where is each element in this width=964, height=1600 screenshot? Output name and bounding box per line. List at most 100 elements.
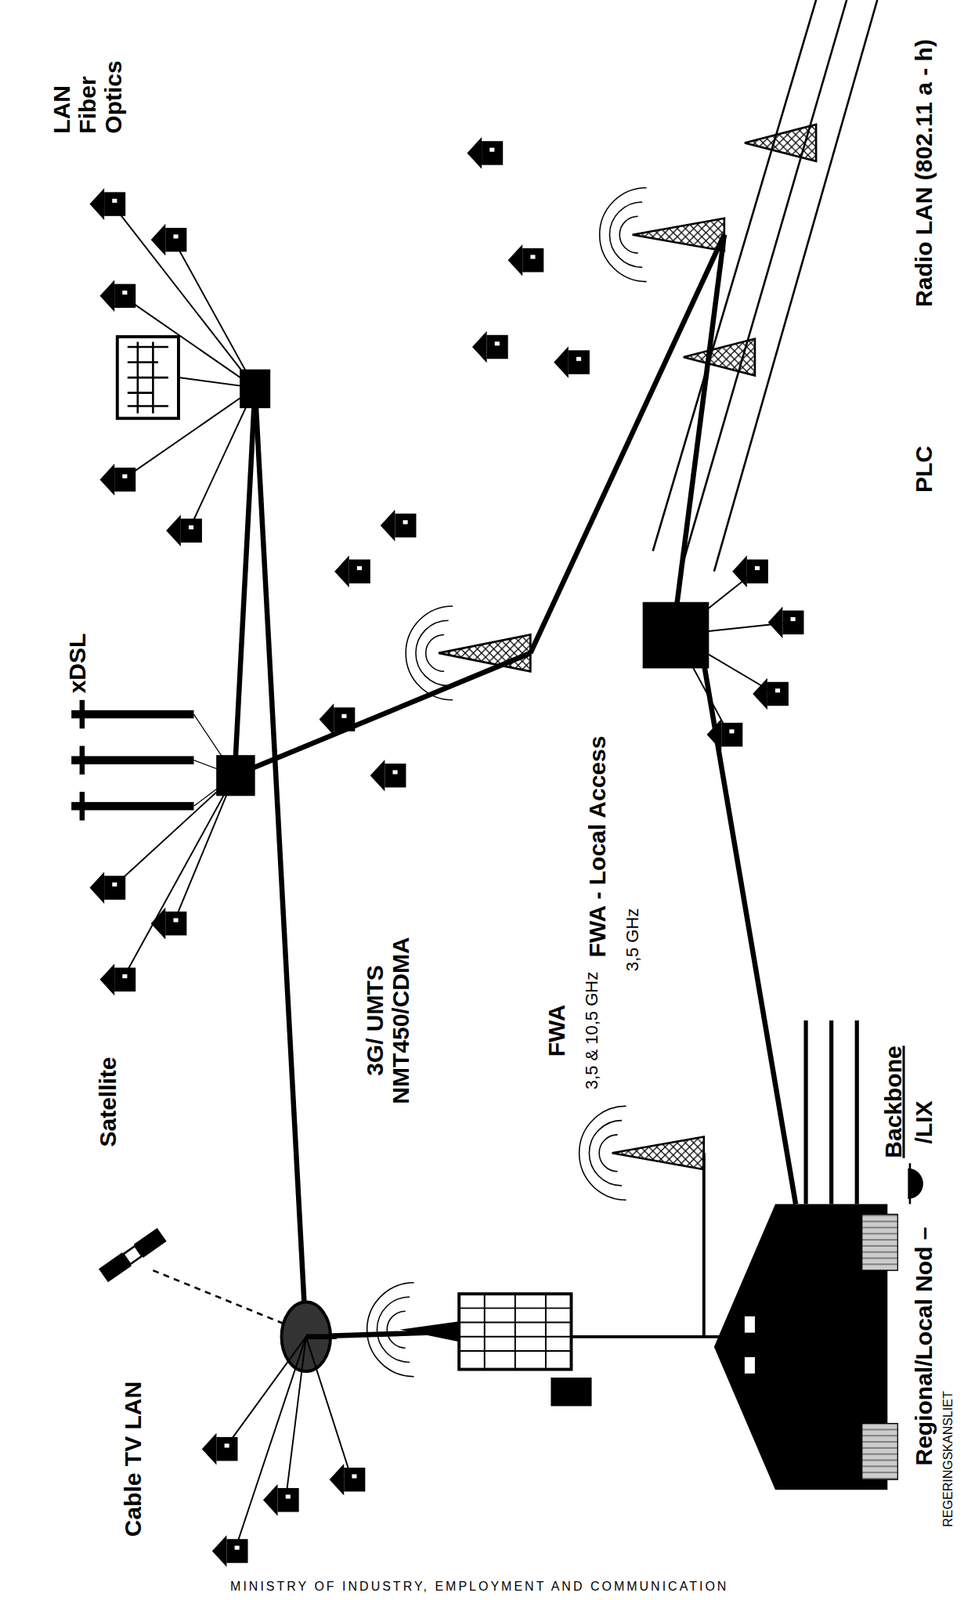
house-roof [732, 555, 748, 588]
house-window [530, 254, 535, 259]
house-body [114, 967, 136, 992]
access-line [111, 775, 235, 888]
backbone-line [803, 1020, 808, 1205]
house-body [104, 875, 126, 900]
house-roof [90, 871, 105, 904]
house-icon [752, 678, 789, 711]
house-icon [707, 718, 744, 751]
house-body [180, 518, 203, 542]
segment-label: FWA - Local Access [584, 733, 611, 961]
house-body [226, 1538, 248, 1563]
regional-node [714, 1162, 924, 1490]
house-body [343, 1467, 365, 1492]
access-line [173, 775, 235, 924]
house-window [234, 1545, 240, 1550]
backbone-lines [805, 1020, 857, 1205]
house-icon [100, 280, 137, 313]
utility-pole [71, 801, 194, 810]
house-roof [100, 463, 116, 496]
trunk-line [255, 387, 307, 1337]
house-icon [732, 555, 769, 588]
house-window [393, 769, 398, 774]
house-body [384, 763, 406, 788]
trunk-line [704, 663, 796, 1205]
house-icon [151, 223, 188, 257]
house-roof [707, 718, 723, 751]
lattice-tower [612, 1136, 705, 1170]
house-window [754, 566, 760, 571]
access-line [122, 387, 255, 480]
house-body [165, 227, 187, 252]
dish-mount [306, 1334, 337, 1340]
access-line [111, 204, 255, 389]
house-roof [212, 1534, 228, 1567]
power-lines [653, 0, 878, 572]
satellite-icon [98, 1227, 167, 1282]
house-roof [319, 703, 335, 736]
segment-label: 3G/ UMTS NMT450/CDMA [361, 934, 414, 1106]
segment-label: Cable TV LAN [119, 1379, 146, 1539]
house-body [481, 140, 503, 165]
house-window [111, 198, 117, 203]
backbone-line [855, 1020, 860, 1205]
lattice-tower [683, 339, 755, 376]
frequency-label: 3,5 & 10,5 GHz [581, 968, 601, 1091]
house-window [285, 1494, 291, 1499]
access-line [178, 377, 256, 388]
house-roof [553, 346, 569, 379]
trunk-line [234, 653, 531, 776]
house-body [278, 1487, 300, 1512]
power-line [653, 0, 816, 552]
server-rack [862, 1423, 899, 1481]
trunk-line [702, 1152, 706, 1337]
radio-wave [376, 1296, 410, 1362]
city-map-streets [127, 341, 169, 413]
access-line [188, 387, 256, 531]
house-window [494, 341, 500, 346]
node-label: /LIX [909, 1097, 936, 1146]
power-line [683, 0, 847, 562]
access-line [234, 1336, 307, 1552]
logo-base [909, 1162, 912, 1204]
house-body [721, 722, 743, 747]
house-icon [263, 1483, 300, 1517]
house-roof [768, 606, 784, 639]
house-window [111, 882, 117, 887]
roof-window [744, 1357, 755, 1374]
house-window [173, 917, 178, 922]
segment-label: PLC [909, 443, 936, 495]
house-window [775, 688, 780, 693]
house-body [165, 911, 187, 936]
house-body [568, 350, 590, 374]
house-icon [212, 1534, 249, 1567]
mobile-site [400, 1293, 593, 1406]
house-window [122, 474, 127, 479]
footer-text: MINISTRY OF INDUSTRY, EMPLOYMENT AND COM… [227, 1579, 731, 1594]
house-window [729, 729, 734, 733]
house-roof [329, 1463, 345, 1496]
house-icon [472, 331, 509, 364]
segment-label: FWA [542, 1001, 569, 1059]
house-icon [151, 907, 188, 940]
trunk-line [234, 387, 256, 776]
pole-crossarm [79, 745, 86, 774]
trunk-lines [234, 234, 796, 1337]
pole-crossarm [79, 791, 86, 820]
house-body [782, 610, 804, 635]
dslam-box [216, 754, 256, 796]
house-icon [553, 346, 590, 379]
house-icon [166, 514, 203, 547]
house-window [351, 1473, 357, 1478]
access-line [122, 296, 255, 388]
access-line [173, 239, 255, 388]
node-label: Regional/Local Nod – [909, 1224, 936, 1469]
house-icon [334, 555, 371, 588]
house-body [114, 467, 136, 492]
house-roof [151, 223, 167, 257]
trunk-line [530, 234, 725, 654]
house-roof [263, 1483, 279, 1517]
lattice-tower [438, 634, 531, 672]
pole-crossarm [79, 700, 86, 729]
access-line [675, 634, 776, 694]
